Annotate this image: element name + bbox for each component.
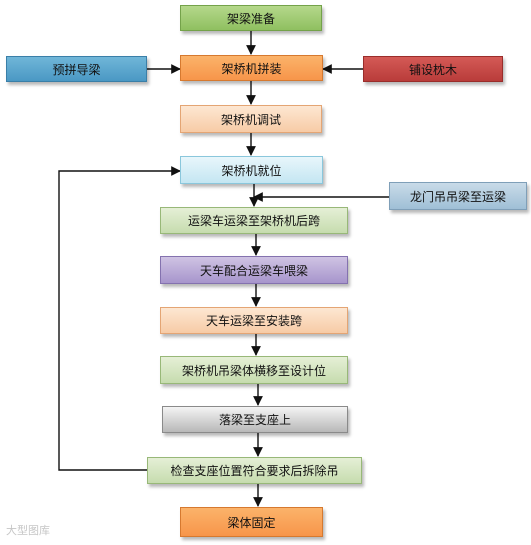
node-fix-label: 梁体固定 (227, 515, 276, 530)
node-to-span-label: 天车运梁至安装跨 (205, 314, 302, 328)
node-preassemble: 预拼导梁 (6, 56, 147, 82)
node-to-span: 天车运梁至安装跨 (160, 307, 348, 334)
node-debug-label: 架桥机调试 (220, 112, 281, 127)
node-transport: 运梁车运梁至架桥机后跨 (160, 207, 348, 234)
node-debug: 架桥机调试 (180, 105, 322, 133)
node-check-label: 检查支座位置符合要求后拆除吊 (170, 464, 339, 478)
node-feed-label: 天车配合运梁车喂梁 (199, 263, 308, 278)
watermark-label: 大型图库 (6, 524, 50, 537)
node-drop: 落梁至支座上 (162, 406, 348, 433)
node-gantry-label: 龙门吊吊梁至运梁 (409, 189, 506, 204)
node-prep-label: 架梁准备 (226, 11, 275, 26)
node-in-position-label: 架桥机就位 (221, 163, 282, 178)
node-lateral-move-label: 架桥机吊梁体横移至设计位 (181, 363, 326, 378)
node-sleepers-label: 铺设枕木 (408, 62, 457, 77)
node-in-position: 架桥机就位 (180, 156, 323, 184)
node-drop-label: 落梁至支座上 (218, 413, 291, 427)
watermark: 大型图库 (6, 522, 50, 538)
node-prep: 架梁准备 (180, 5, 322, 31)
node-check: 检查支座位置符合要求后拆除吊 (147, 457, 362, 484)
node-gantry: 龙门吊吊梁至运梁 (389, 182, 527, 210)
node-transport-label: 运梁车运梁至架桥机后跨 (187, 214, 320, 228)
node-feed: 天车配合运梁车喂梁 (160, 256, 348, 284)
node-assemble-label: 架桥机拼装 (221, 61, 282, 76)
node-fix: 梁体固定 (180, 507, 323, 537)
node-lateral-move: 架桥机吊梁体横移至设计位 (160, 356, 348, 384)
node-assemble: 架桥机拼装 (180, 55, 323, 81)
node-preassemble-label: 预拼导梁 (52, 62, 101, 77)
node-sleepers: 铺设枕木 (363, 56, 503, 82)
arrow-loop-check-to-position (58, 166, 181, 471)
